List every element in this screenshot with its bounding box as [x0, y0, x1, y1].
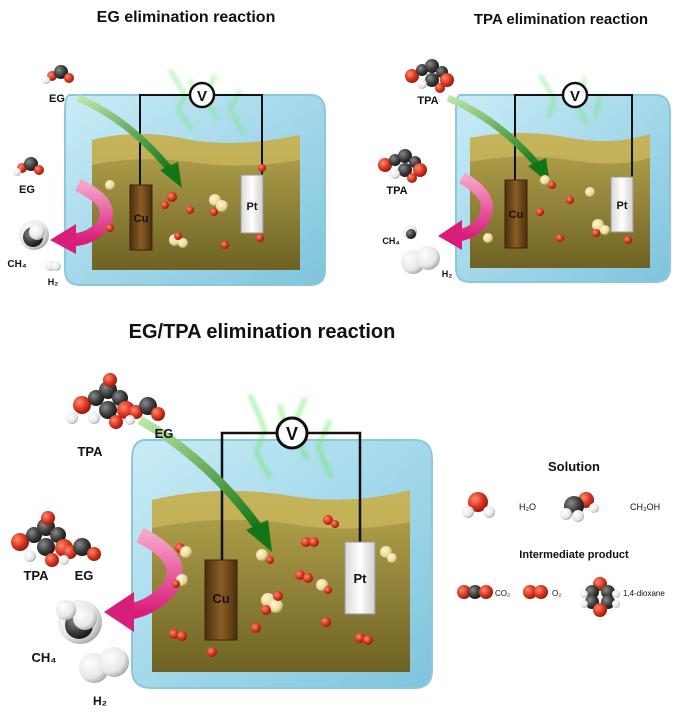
platinum-label-egtpa: Pt	[354, 571, 368, 586]
panel-title-tpa: TPA elimination reaction	[474, 11, 648, 28]
green-arrow-egtpa	[137, 416, 272, 552]
label-h2-egtpa: H₂	[93, 694, 107, 708]
voltmeter-tpa	[561, 81, 589, 109]
magenta-arrow-eg	[50, 179, 113, 254]
label-tpa-top-egtpa: TPA	[77, 444, 103, 459]
tpa-molecule-top-egtpa	[66, 373, 135, 429]
legend-methanol-label: CH₃OH	[630, 502, 660, 512]
label-eg-top-egtpa: EG	[155, 426, 174, 441]
platinum-label-tpa: Pt	[617, 200, 628, 212]
label-ch4-tpa: CH₄	[382, 236, 399, 246]
eg-molecule-top	[42, 65, 74, 84]
ch4-molecule-egtpa	[56, 600, 102, 644]
h2-molecule-egtpa	[79, 647, 129, 683]
label-eg-left-egtpa: EG	[75, 568, 94, 583]
legend-dioxane-label: 1,4-dioxane	[623, 589, 665, 598]
eg-molecule-left	[13, 157, 44, 176]
label-ch4-eg: CH₄	[7, 259, 26, 270]
ch4-molecule-tpa	[403, 225, 417, 239]
panel-tpa: V Cu Pt	[378, 59, 671, 283]
legend-methanol-molecule	[560, 492, 599, 522]
voltmeter-eg	[188, 81, 216, 109]
eg-molecule-top-egtpa	[125, 397, 165, 425]
legend-water-molecule	[462, 492, 495, 518]
label-tpa-left: TPA	[386, 185, 407, 197]
label-eg-top: EG	[49, 93, 65, 105]
tpa-molecule-left-egtpa	[11, 511, 73, 567]
green-arrow-eg	[76, 94, 182, 188]
ch4-molecule-eg	[19, 220, 49, 250]
label-ch4-egtpa: CH₄	[32, 650, 57, 665]
platinum-electrode-egtpa	[344, 541, 376, 615]
h2-molecule-eg	[45, 261, 61, 271]
panel-title-eg: EG elimination reaction	[97, 9, 276, 26]
platinum-electrode-eg	[240, 174, 264, 234]
voltmeter-label-tpa: V	[570, 88, 580, 105]
voltmeter-label-egtpa: V	[286, 424, 298, 444]
copper-electrode-tpa	[504, 179, 528, 249]
copper-electrode-egtpa	[204, 559, 238, 641]
label-tpa-left-egtpa: TPA	[23, 568, 49, 583]
label-h2-tpa: H₂	[442, 269, 453, 279]
legend-dioxane-molecule	[580, 577, 620, 617]
voltmeter-egtpa	[275, 416, 309, 450]
eg-molecule-left-egtpa	[59, 538, 101, 565]
platinum-electrode-tpa	[610, 176, 634, 233]
legend-co2-label: CO₂	[495, 589, 510, 598]
legend-o2-label: O₂	[552, 589, 561, 598]
copper-electrode-eg	[129, 184, 153, 251]
panel-eg: V Cu Pt	[13, 65, 326, 286]
circuit-eg	[139, 94, 263, 190]
legend-intermediate-title: Intermediate product	[519, 549, 629, 561]
magenta-arrow-tpa	[438, 172, 493, 250]
circuit-tpa	[514, 94, 633, 185]
h2-molecule-tpa	[401, 246, 440, 274]
legend-water-label: H₂O	[519, 502, 536, 512]
legend-solution-title: Solution	[548, 459, 600, 474]
panel-egtpa: V Cu Pt	[11, 373, 433, 689]
particles-tpa	[483, 175, 632, 244]
panel-title-egtpa: EG/TPA elimination reaction	[129, 321, 396, 343]
particles-eg	[105, 164, 266, 249]
legend-o2-molecule	[523, 585, 548, 599]
copper-label-tpa: Cu	[509, 209, 524, 221]
magenta-arrow-egtpa	[104, 527, 183, 632]
legend-co2-molecule	[457, 585, 493, 599]
voltmeter-label-eg: V	[197, 88, 207, 105]
label-tpa-top: TPA	[417, 95, 438, 107]
circuit-egtpa	[220, 431, 362, 565]
tank-eg	[64, 94, 326, 286]
label-eg-left: EG	[19, 184, 35, 196]
tpa-molecule-top	[405, 59, 454, 93]
label-h2-eg: H₂	[48, 277, 59, 287]
legend	[457, 492, 620, 617]
copper-label-egtpa: Cu	[212, 591, 229, 606]
copper-label-eg: Cu	[134, 213, 149, 225]
platinum-label-eg: Pt	[247, 201, 258, 213]
particles-egtpa	[169, 515, 397, 657]
tpa-molecule-left	[378, 149, 427, 183]
